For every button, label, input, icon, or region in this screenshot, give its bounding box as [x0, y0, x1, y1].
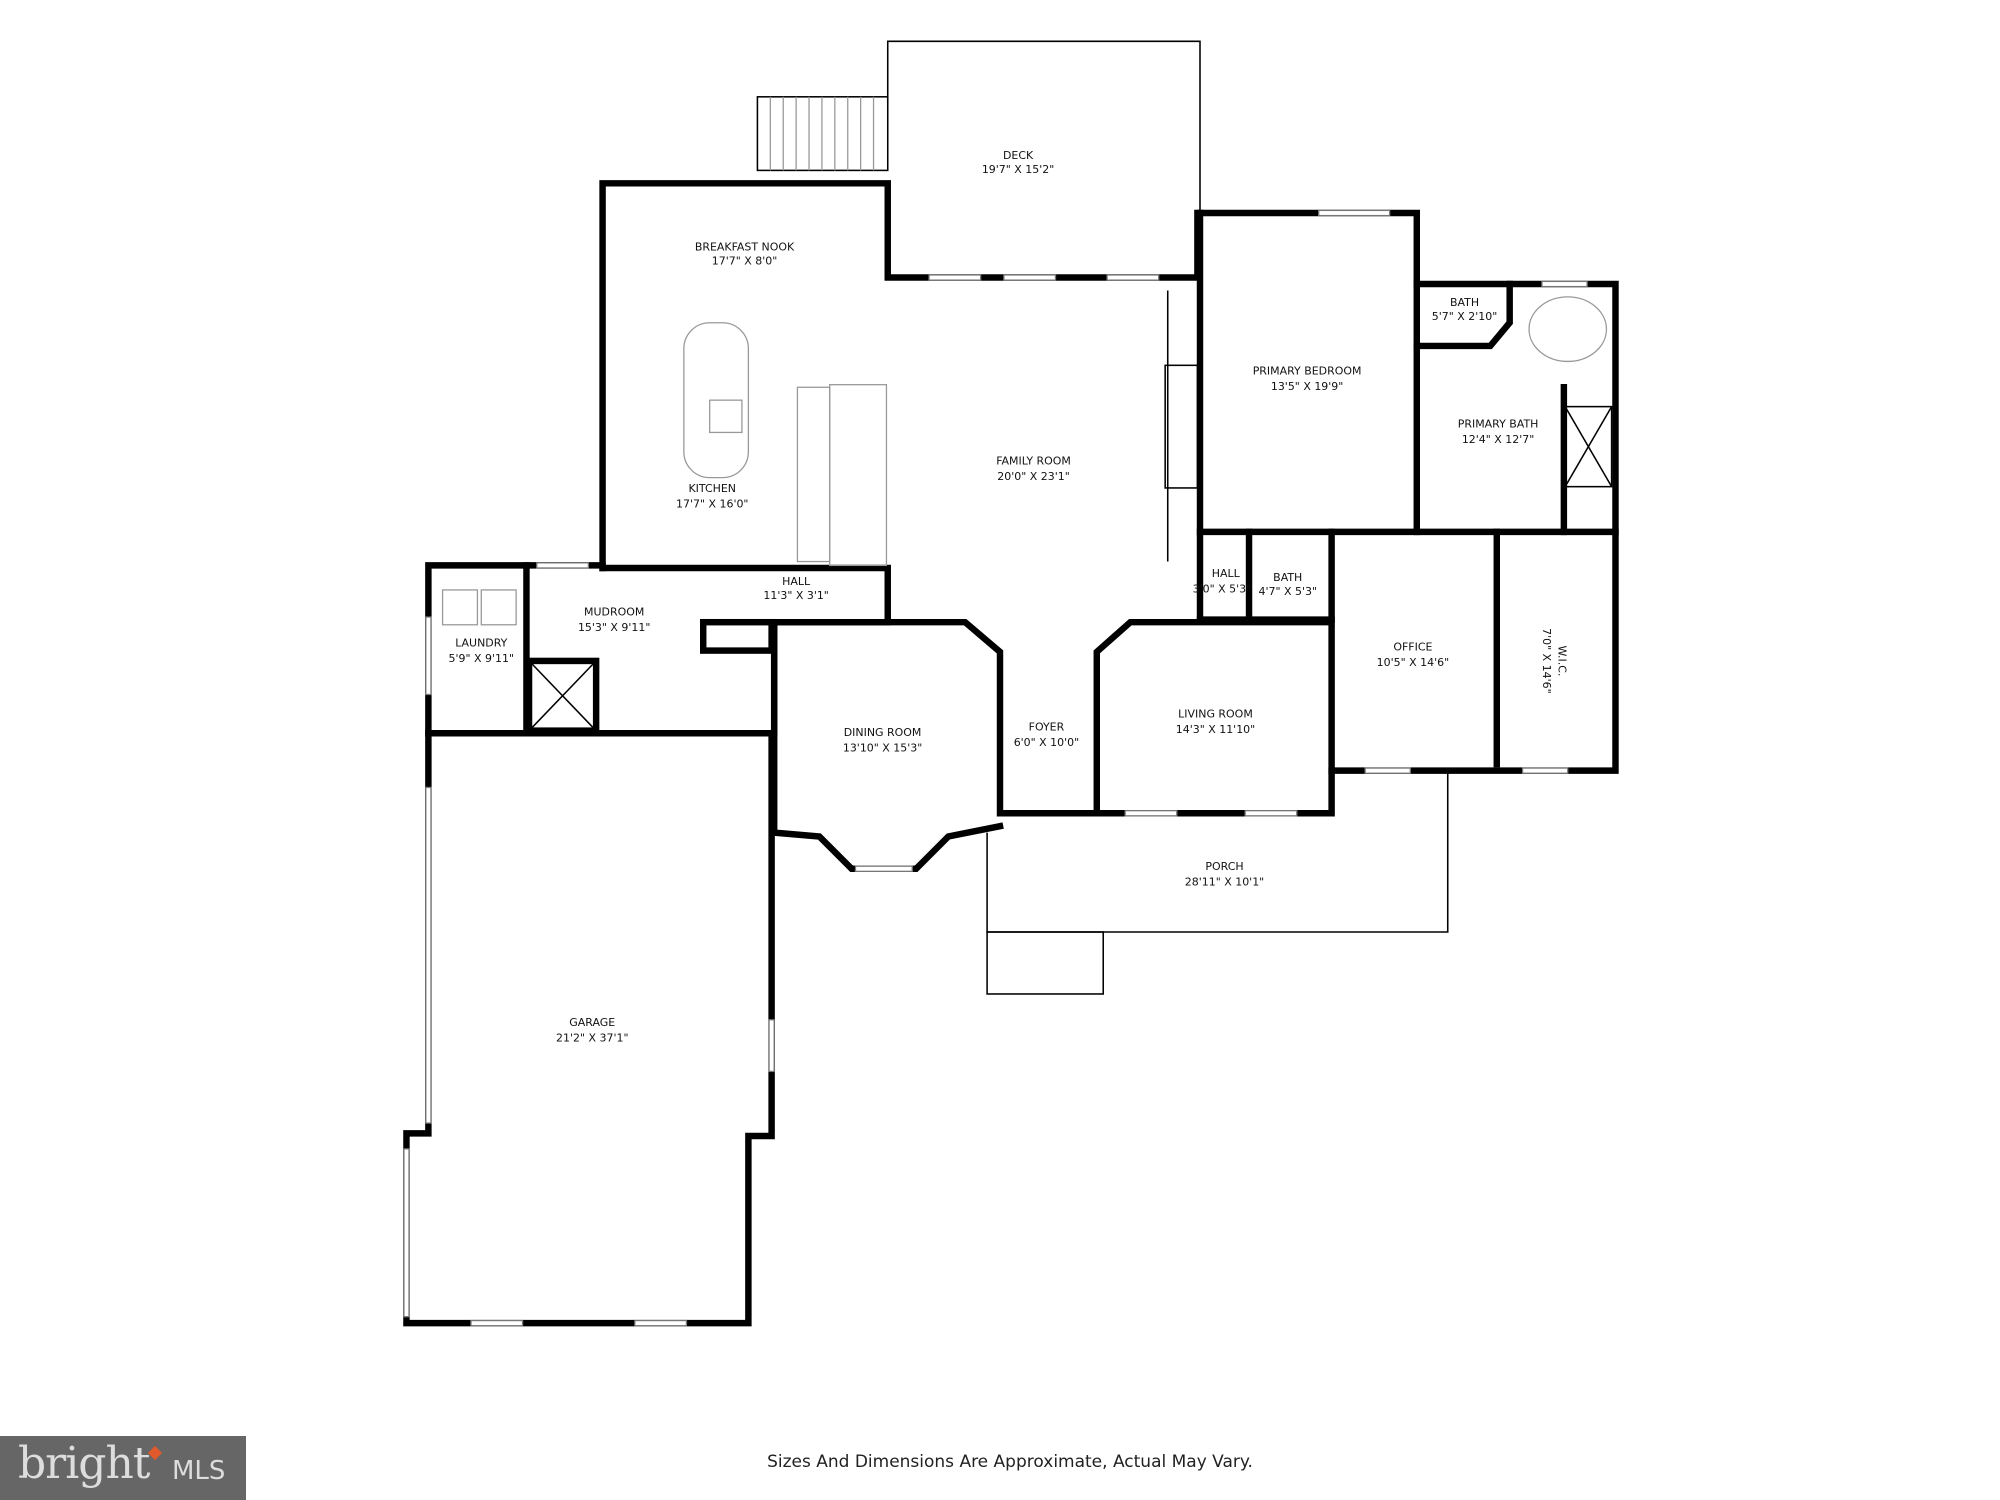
- logo-suffix: MLS: [172, 1456, 226, 1486]
- room-dims-deck: 19'7" X 15'2": [982, 163, 1054, 176]
- room-name-living-room: LIVING ROOM: [1178, 708, 1253, 721]
- room-dims-mudroom: 15'3" X 9'11": [578, 621, 650, 634]
- room-name-breakfast-nook: BREAKFAST NOOK: [695, 240, 795, 253]
- room-name-foyer: FOYER: [1029, 721, 1065, 734]
- room-dims-hall-kitchen: 11'3" X 3'1": [763, 589, 829, 602]
- room-dims-breakfast-nook: 17'7" X 8'0": [712, 255, 778, 268]
- room-name-kitchen: KITCHEN: [688, 482, 736, 495]
- room-dims-hall-bedroom: 3'0" X 5'3": [1193, 583, 1252, 596]
- logo-brand: bright: [18, 1438, 150, 1489]
- walls: [403, 180, 1619, 1327]
- room-dims-kitchen: 17'7" X 16'0": [676, 497, 748, 510]
- disclaimer-text: Sizes And Dimensions Are Approximate, Ac…: [767, 1452, 1253, 1472]
- kitchen-island: [683, 322, 888, 567]
- laundry-appliances: [441, 589, 517, 626]
- room-name-laundry: LAUNDRY: [455, 637, 507, 650]
- room-dims-porch: 28'11" X 10'1": [1185, 876, 1264, 889]
- room-name-primary-bath: PRIMARY BATH: [1458, 417, 1539, 430]
- porch-outline: [986, 770, 1449, 995]
- room-name-office: OFFICE: [1393, 641, 1432, 654]
- fireplace: [1164, 364, 1199, 489]
- room-name-dining-room: DINING ROOM: [844, 726, 922, 739]
- room-dims-wic: 7'0" X 14'6": [1540, 628, 1553, 694]
- room-dims-garage: 21'2" X 37'1": [556, 1032, 628, 1045]
- room-dims-living-room: 14'3" X 11'10": [1176, 723, 1255, 736]
- room-name-bath-upper: BATH: [1450, 296, 1479, 309]
- windows: [403, 209, 1588, 1327]
- room-dims-primary-bath: 12'4" X 12'7": [1462, 433, 1534, 446]
- room-name-hall-kitchen: HALL: [782, 575, 811, 588]
- shower: [531, 405, 1613, 729]
- room-dims-laundry: 5'9" X 9'11": [449, 652, 515, 665]
- room-name-primary-bedroom: PRIMARY BEDROOM: [1253, 364, 1362, 377]
- room-dims-bath-upper: 5'7" X 2'10": [1432, 310, 1498, 323]
- deck-outline: [756, 40, 1201, 213]
- room-dims-bath-half: 4'7" X 5'3": [1258, 585, 1317, 598]
- bright-mls-logo: bright MLS: [0, 1436, 246, 1500]
- room-name-hall-bedroom: HALL: [1212, 567, 1241, 580]
- room-name-wic: W.I.C.: [1556, 645, 1569, 676]
- room-name-mudroom: MUDROOM: [584, 606, 644, 619]
- room-name-family-room: FAMILY ROOM: [996, 455, 1071, 468]
- room-dims-dining-room: 13'10" X 15'3": [843, 741, 922, 754]
- room-name-porch: PORCH: [1205, 860, 1243, 873]
- room-labels: DECK 19'7" X 15'2" BREAKFAST NOOK 17'7" …: [449, 149, 1569, 1045]
- room-name-deck: DECK: [1003, 149, 1034, 162]
- room-name-garage: GARAGE: [569, 1016, 615, 1029]
- room-dims-family-room: 20'0" X 23'1": [997, 470, 1069, 483]
- room-dims-office: 10'5" X 14'6": [1377, 656, 1449, 669]
- room-name-bath-half: BATH: [1273, 571, 1302, 584]
- logo-star-icon: [147, 1445, 163, 1461]
- room-dims-foyer: 6'0" X 10'0": [1014, 736, 1080, 749]
- primary-tub: [1528, 296, 1608, 363]
- room-dims-primary-bedroom: 13'5" X 19'9": [1271, 380, 1343, 393]
